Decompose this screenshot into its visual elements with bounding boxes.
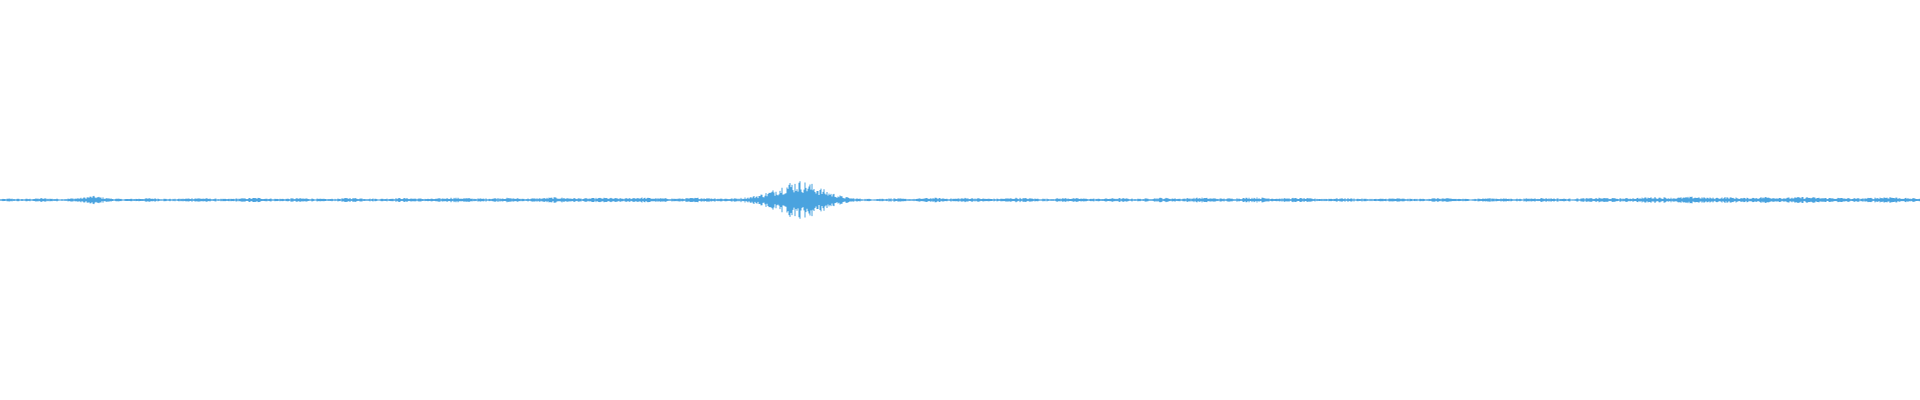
waveform-trace — [0, 181, 1920, 219]
